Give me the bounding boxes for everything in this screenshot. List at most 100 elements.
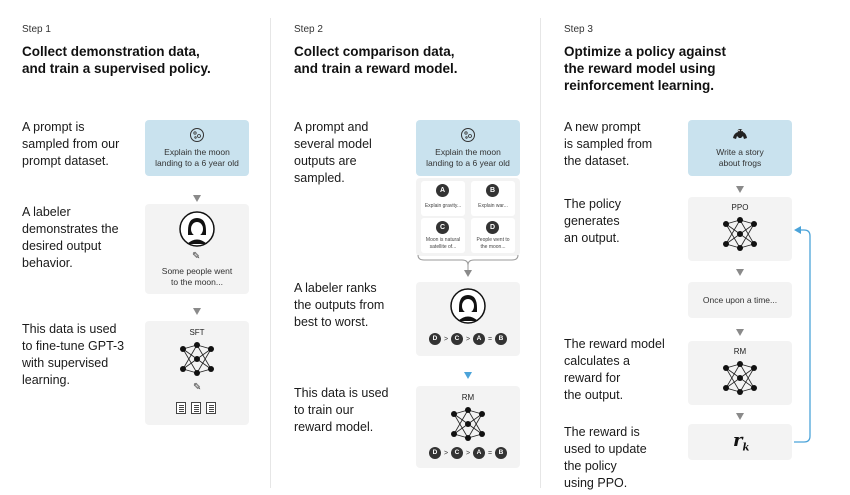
arrow-down xyxy=(736,329,744,336)
rank-operator: > xyxy=(465,335,471,343)
step-1-desc-labeler: A labeler demonstrates the desired outpu… xyxy=(22,204,152,272)
desc-line: with supervised xyxy=(22,356,109,370)
output-line: People went to xyxy=(476,237,510,243)
desc-line: This data is used xyxy=(294,386,389,400)
reward-r: r xyxy=(733,430,743,451)
output-text: Explain gravity... xyxy=(421,203,465,210)
rank-operator: = xyxy=(487,449,493,457)
arrow-down-blue xyxy=(464,372,472,379)
desc-line: best to worst. xyxy=(294,315,369,329)
step-3-title-line: the reward model using xyxy=(564,61,716,76)
prompt-card-text: Write a story about frogs xyxy=(688,147,792,169)
step-3-label: Step 3 xyxy=(564,24,593,35)
desc-line: generates xyxy=(564,214,620,228)
step-3-prompt-card: Write a story about frogs xyxy=(688,120,792,176)
arrow-down xyxy=(736,186,744,193)
step-2-desc-sample: A prompt and several model outputs are s… xyxy=(294,119,424,187)
reward-symbol: rk xyxy=(733,430,749,454)
step-1-desc-finetune: This data is used to fine-tune GPT-3 wit… xyxy=(22,321,152,389)
ranking-row: D > C > A = B xyxy=(429,447,507,459)
prompt-card-text: Explain the moon landing to a 6 year old xyxy=(145,147,249,169)
step-1-title: Collect demonstration data, and train a … xyxy=(22,43,262,77)
desc-line: The reward is xyxy=(564,425,640,439)
arrow-down xyxy=(193,308,201,315)
step-1-desc-prompt: A prompt is sampled from our prompt data… xyxy=(22,119,152,170)
labeler-output-text: Some people went to the moon... xyxy=(145,266,249,288)
step-2-outputs-panel: A Explain gravity... B Explain war... C … xyxy=(416,178,520,256)
step-3-desc-reward-model: The reward model calculates a reward for… xyxy=(564,336,694,404)
desc-line: the output. xyxy=(564,388,624,402)
output-letter-badge: B xyxy=(486,184,499,197)
output-letter-badge: A xyxy=(436,184,449,197)
output-letter-badge: C xyxy=(436,221,449,234)
prompt-card-text: Explain the moon landing to a 6 year old xyxy=(416,147,520,169)
step-2-prompt-card: Explain the moon landing to a 6 year old xyxy=(416,120,520,176)
document-icon xyxy=(176,402,186,414)
document-icon xyxy=(191,402,201,414)
pencil-icon: ✎ xyxy=(192,251,201,262)
column-divider-1 xyxy=(270,18,271,488)
desc-line: to fine-tune GPT-3 xyxy=(22,339,125,353)
pencil-icon: ✎ xyxy=(193,382,202,393)
desc-line: several model xyxy=(294,137,372,151)
prompt-line: Explain the moon xyxy=(435,147,501,157)
desc-line: used to update xyxy=(564,442,647,456)
output-line: Explain gravity... xyxy=(424,203,462,209)
step-3-desc-update: The reward is used to update the policy … xyxy=(564,424,694,492)
rank-operator: > xyxy=(443,449,449,457)
desc-line: A new prompt xyxy=(564,120,641,134)
step-1-label: Step 1 xyxy=(22,24,51,35)
desc-line: A labeler xyxy=(22,205,71,219)
desc-line: an output. xyxy=(564,231,620,245)
ppo-label: PPO xyxy=(731,203,749,212)
document-icon xyxy=(206,402,216,414)
rank-operator: > xyxy=(465,449,471,457)
output-text: Explain war... xyxy=(471,203,515,210)
rank-badge: B xyxy=(495,333,507,345)
step-2-title-line: and train a reward model. xyxy=(294,61,458,76)
step-3-reward-card: rk xyxy=(688,424,792,460)
output-card-a: A Explain gravity... xyxy=(421,181,465,216)
step-2-desc-train: This data is used to train our reward mo… xyxy=(294,385,424,436)
step-1-sft-card: SFT ✎ xyxy=(145,321,249,425)
desc-line: calculates a xyxy=(564,354,631,368)
neural-network-icon xyxy=(723,361,757,395)
desc-line: desired output xyxy=(22,239,102,253)
desc-line: reward for xyxy=(564,371,621,385)
step-3-desc-policy: The policy generates an output. xyxy=(564,196,694,247)
output-card-c: C Moon is natural satellite of... xyxy=(421,218,465,253)
rank-badge: C xyxy=(451,447,463,459)
neural-network-icon xyxy=(451,407,485,441)
rank-operator: > xyxy=(443,335,449,343)
output-text: People went to the moon... xyxy=(471,237,515,250)
rank-badge: D xyxy=(429,447,441,459)
sft-label: SFT xyxy=(189,328,205,337)
desc-line: the outputs from xyxy=(294,298,385,312)
step-2-label: Step 2 xyxy=(294,24,323,35)
step-1-labeler-card: ✎ Some people went to the moon... xyxy=(145,204,249,294)
prompt-line: about frogs xyxy=(718,158,762,168)
step-1-title-line: and train a supervised policy. xyxy=(22,61,211,76)
labeler-line: to the moon... xyxy=(171,277,223,287)
labeler-avatar-icon xyxy=(179,211,215,247)
rank-badge: C xyxy=(451,333,463,345)
desc-line: The policy xyxy=(564,197,621,211)
feedback-loop-arrow xyxy=(794,226,811,443)
prompt-line: landing to a 6 year old xyxy=(426,158,510,168)
step-2-title-line: Collect comparison data, xyxy=(294,44,455,59)
output-card-d: D People went to the moon... xyxy=(471,218,515,253)
desc-line: outputs are xyxy=(294,154,357,168)
rank-operator: = xyxy=(487,335,493,343)
frog-icon xyxy=(733,129,747,139)
ranking-row: D > C > A = B xyxy=(429,333,507,345)
output-line: Moon is natural xyxy=(425,237,461,243)
step-3-output-card: Once upon a time... xyxy=(688,282,792,318)
desc-line: A prompt is xyxy=(22,120,85,134)
desc-line: is sampled from xyxy=(564,137,653,151)
desc-line: A prompt and xyxy=(294,120,369,134)
desc-line: demonstrates the xyxy=(22,222,119,236)
desc-line: to train our xyxy=(294,403,354,417)
moon-icon xyxy=(461,128,475,142)
output-card-b: B Explain war... xyxy=(471,181,515,216)
output-line: the moon... xyxy=(480,243,506,250)
